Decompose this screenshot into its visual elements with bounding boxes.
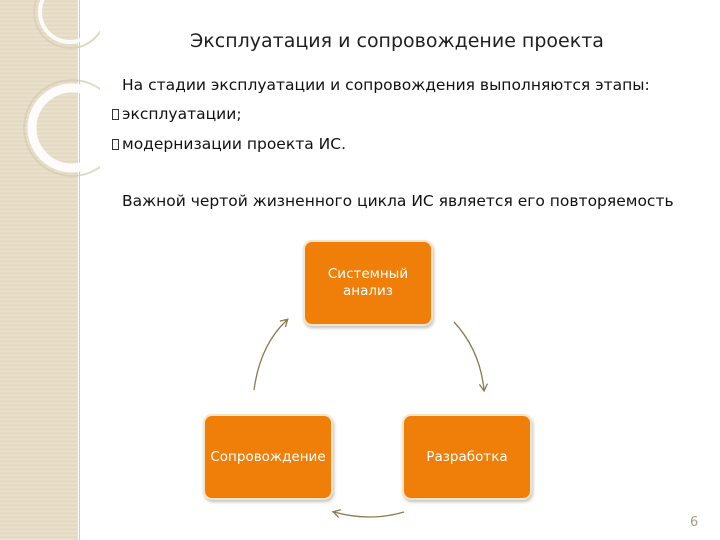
decorative-circles xyxy=(23,0,100,177)
bullet-item: эксплуатации; xyxy=(112,105,242,123)
arrow-maintenance-to-analysis xyxy=(253,318,289,391)
bullet-marker-icon xyxy=(112,138,119,150)
sidebar-divider xyxy=(79,0,80,540)
bullet-marker-icon xyxy=(112,108,119,120)
cycle-node-development: Разработка xyxy=(402,414,532,500)
cycle-node-system-analysis: Системный анализ xyxy=(303,240,433,326)
cycle-note: Важной чертой жизненного цикла ИС являет… xyxy=(122,192,674,210)
arrow-analysis-to-development xyxy=(453,321,488,393)
cycle-node-maintenance: Сопровождение xyxy=(203,414,333,500)
bullet-text: эксплуатации; xyxy=(122,105,242,123)
slide-title: Эксплуатация и сопровождение проекта xyxy=(190,30,604,52)
bullet-text: модернизации проекта ИС. xyxy=(122,135,346,153)
bullet-item: модернизации проекта ИС. xyxy=(112,135,346,153)
intro-text: На стадии эксплуатации и сопровождения в… xyxy=(122,76,650,94)
arrow-development-to-maintenance xyxy=(331,509,405,518)
page-number: 6 xyxy=(690,515,699,530)
